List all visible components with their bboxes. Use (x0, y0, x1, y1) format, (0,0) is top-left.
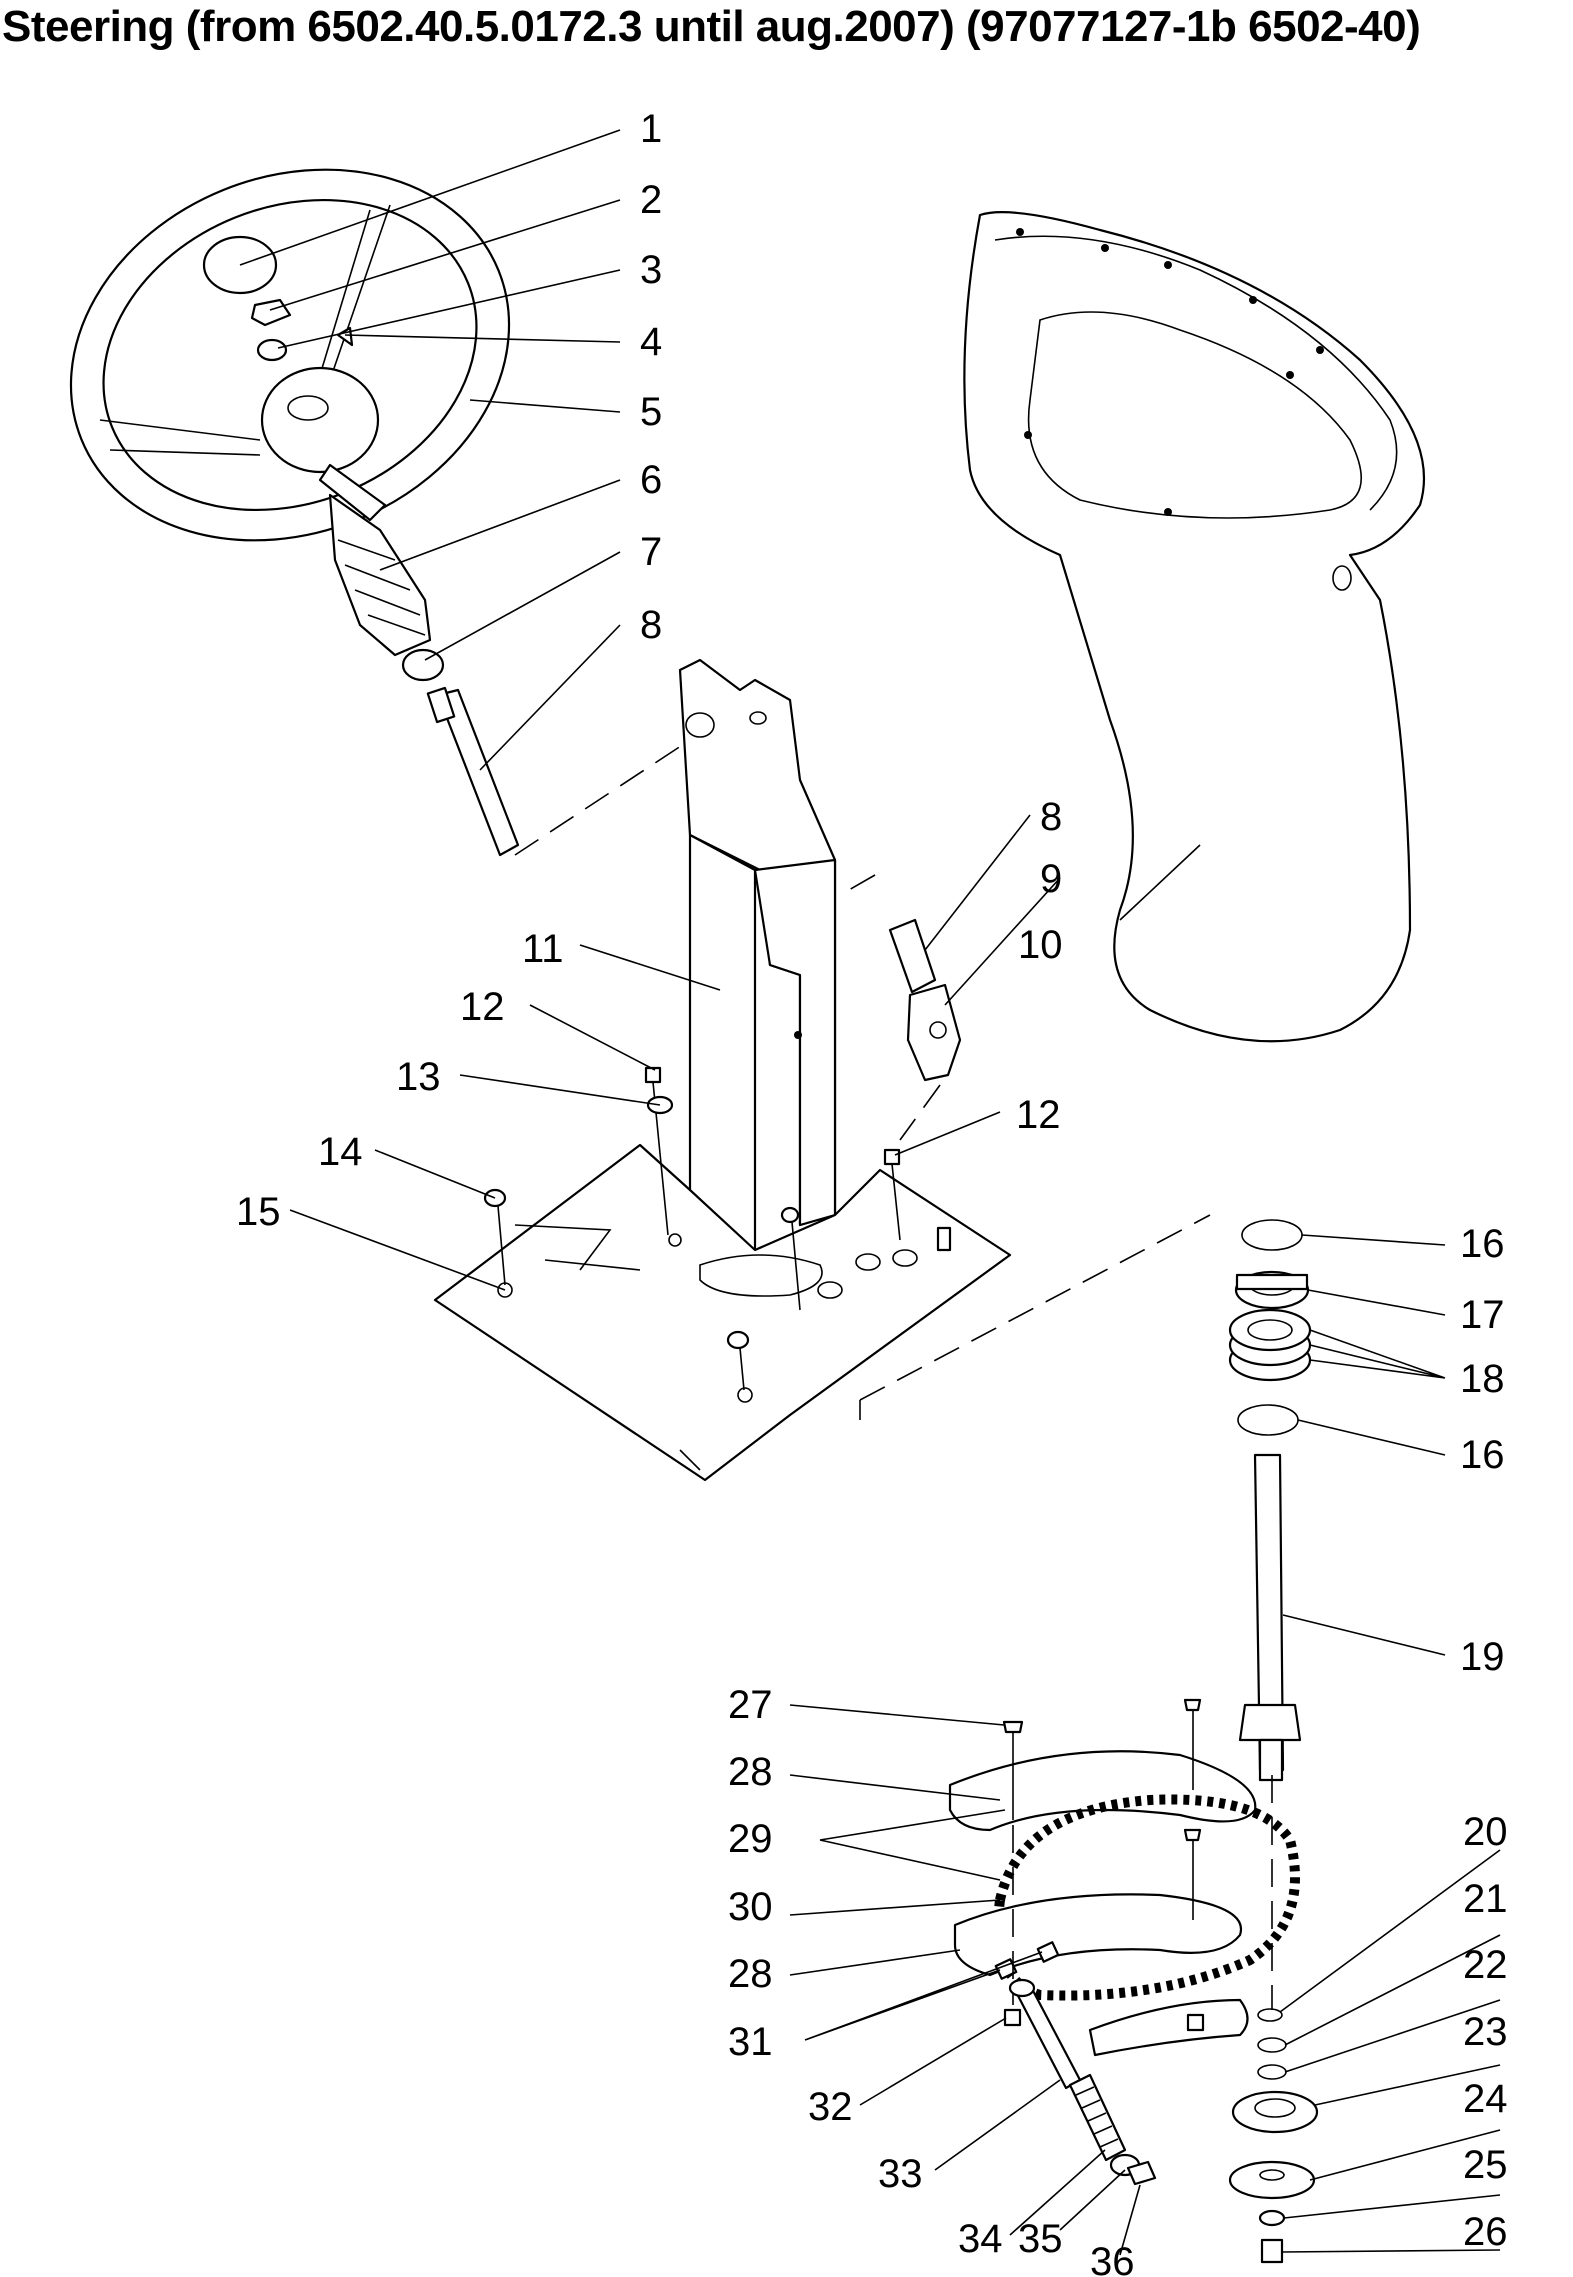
label-10: 10 (1018, 923, 1063, 967)
washer (256, 338, 288, 362)
label-16: 16 (1460, 1433, 1505, 1477)
steering-shaft-19 (1238, 1453, 1302, 1782)
label-4: 4 (640, 320, 662, 364)
circlip-16-lower (1237, 1404, 1299, 1436)
page-title: Steering (from 6502.40.5.0172.3 until au… (2, 2, 1421, 51)
bushing (401, 648, 445, 682)
bolt-mid (780, 1206, 801, 1311)
label-23: 23 (1463, 2010, 1508, 2054)
label-8: 8 (1040, 795, 1062, 839)
chain-plate-28-upper (948, 1750, 1257, 1832)
label-7: 7 (640, 530, 662, 574)
chain-plate-28-lower (953, 1893, 1249, 2057)
label-26: 26 (1463, 2210, 1508, 2254)
label-30: 30 (728, 1885, 773, 1929)
label-13: 13 (396, 1055, 441, 1099)
label-19: 19 (1460, 1635, 1505, 1679)
label-8: 8 (640, 603, 662, 647)
label-2: 2 (640, 178, 662, 222)
floor-plate (433, 1143, 1012, 1482)
label-27: 27 (728, 1683, 773, 1727)
label-28: 28 (728, 1952, 773, 1996)
circlip-20 (1257, 2008, 1283, 2022)
label-12: 12 (1016, 1093, 1061, 1137)
bearing-17 (1234, 1270, 1310, 1310)
leader-lines (239, 129, 1501, 2256)
label-3: 3 (640, 248, 662, 292)
label-31: 31 (728, 2020, 773, 2064)
label-6: 6 (640, 458, 662, 502)
label-28: 28 (728, 1750, 773, 1794)
lower-steering-shaft (888, 918, 937, 994)
part-number-labels: 1 2 3 4 5 6 7 8 8 9 10 11 12 13 14 15 12… (236, 107, 1508, 2277)
label-18: 18 (1460, 1357, 1505, 1401)
label-20: 20 (1463, 1810, 1508, 1854)
washer-21 (1257, 2037, 1287, 2053)
nut-32 (1003, 2008, 1205, 2032)
spring-washers-18 (1228, 1308, 1312, 1382)
label-21: 21 (1463, 1877, 1508, 1921)
chain-30 (993, 1794, 1300, 2001)
label-35: 35 (1018, 2217, 1063, 2261)
label-25: 25 (1463, 2143, 1508, 2187)
label-34: 34 (958, 2217, 1003, 2261)
steering-column-support (678, 658, 837, 1252)
label-24: 24 (1463, 2077, 1508, 2121)
label-29: 29 (728, 1817, 773, 1861)
label-36: 36 (1090, 2240, 1135, 2277)
label-22: 22 (1463, 1943, 1508, 1987)
tension-bolt-33 (1008, 1978, 1082, 2090)
label-1: 1 (640, 107, 662, 151)
label-14: 14 (318, 1130, 363, 1174)
dashboard-cover (963, 211, 1426, 1043)
universal-joint (906, 983, 962, 1082)
bolt-27 (1002, 1698, 1202, 1920)
label-9: 9 (1040, 857, 1062, 901)
washer-22 (1257, 2064, 1287, 2080)
washer-25 (1258, 2209, 1286, 2227)
label-16: 16 (1460, 1222, 1505, 1266)
disc-24 (1228, 2160, 1316, 2200)
bearing-23 (1231, 2090, 1319, 2134)
bolt-26 (1260, 2238, 1284, 2264)
bolt-12-right (883, 1148, 901, 1241)
chain-tensioner-31 (994, 1941, 1060, 1980)
nut-36 (1126, 2160, 1157, 2186)
label-15: 15 (236, 1190, 281, 1234)
spring-34 (1068, 2073, 1127, 2162)
label-17: 17 (1460, 1293, 1505, 1337)
label-11: 11 (522, 927, 564, 971)
steering-wheel (69, 168, 511, 542)
bolt-front (726, 1330, 750, 1391)
label-12: 12 (460, 985, 505, 1029)
label-33: 33 (878, 2152, 923, 2196)
label-32: 32 (808, 2085, 853, 2129)
upper-steering-shaft (426, 686, 520, 857)
label-5: 5 (640, 390, 662, 434)
circlip-16-upper (1241, 1219, 1303, 1251)
bellows-boot (328, 493, 432, 657)
